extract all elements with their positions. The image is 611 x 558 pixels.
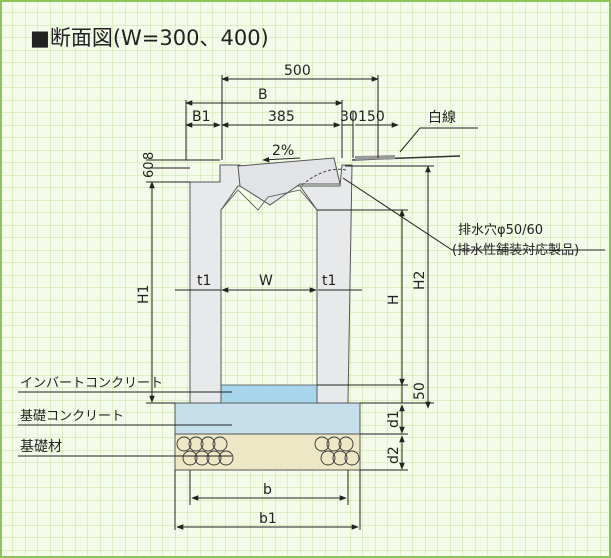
drain-hole-dashed xyxy=(301,168,347,186)
dim-b-bottom: b xyxy=(263,482,272,498)
slope-label: 2% xyxy=(272,143,294,159)
base-concrete-label: 基礎コンクリート xyxy=(20,409,124,424)
base-concrete-layer xyxy=(174,402,361,435)
white-line-mark xyxy=(354,155,396,160)
diagram-title: ■断面図(W=300、400) xyxy=(30,26,269,50)
drain-note-label: (排水性舗装対応製品) xyxy=(452,243,579,258)
inner-opening xyxy=(220,189,318,211)
dim-h: H xyxy=(386,294,402,305)
leader-white-line xyxy=(399,127,478,153)
dim-d1: d1 xyxy=(386,410,402,428)
invert-concrete-layer xyxy=(220,384,318,404)
leader-drain xyxy=(342,177,605,251)
dim-60: 60 xyxy=(142,161,157,178)
dim-8: 8 xyxy=(142,152,157,160)
dim-50: 50 xyxy=(412,382,428,400)
white-line-label: 白線 xyxy=(428,110,456,126)
dim-b1-bottom: b1 xyxy=(259,511,277,527)
base-material-layer xyxy=(174,433,361,471)
cover-slab xyxy=(237,157,341,206)
dim-500: 500 xyxy=(284,63,311,79)
gutter-body xyxy=(189,164,353,404)
dim-h2: H2 xyxy=(412,271,428,290)
drain-hole-label: 排水穴φ50/60 xyxy=(458,223,543,238)
dim-d2: d2 xyxy=(386,446,402,464)
dim-385: 385 xyxy=(268,109,295,125)
dim-150: 150 xyxy=(358,109,385,125)
base-material-label: 基礎材 xyxy=(20,438,62,455)
invert-concrete-label: インバートコンクリート xyxy=(20,376,163,391)
dim-h1: H1 xyxy=(136,285,152,304)
dim-t1-left: t1 xyxy=(197,273,211,289)
dim-t1-right: t1 xyxy=(322,273,336,289)
dim-b: B xyxy=(258,87,268,103)
slope-arrow xyxy=(262,156,301,163)
dim-w: W xyxy=(259,273,273,289)
dim-30: 30 xyxy=(340,109,358,125)
dim-b1: B1 xyxy=(192,109,211,125)
